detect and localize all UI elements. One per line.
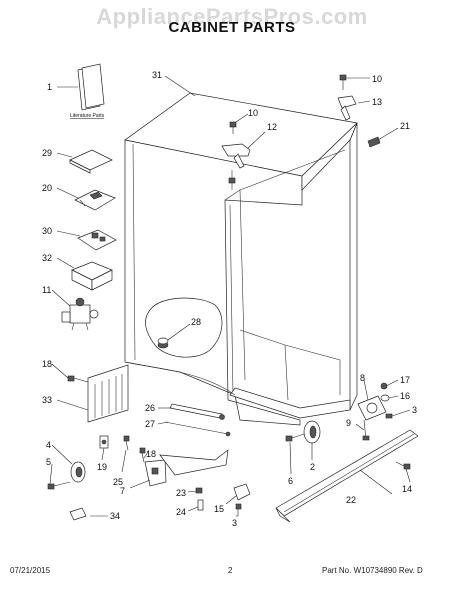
footer-part-number: Part No. W10734890 Rev. D <box>322 566 423 575</box>
part-8-roller-bracket <box>357 395 387 421</box>
part-6-screw <box>285 433 305 442</box>
part-32-box <box>71 261 113 291</box>
callout-1: 1 <box>47 82 52 92</box>
callout-32: 32 <box>42 253 52 263</box>
callout-14: 14 <box>402 484 412 494</box>
part-16-washer <box>380 394 390 402</box>
callout-28: 28 <box>191 317 201 327</box>
watermark: AppliancePartsPros.com <box>96 4 368 29</box>
callout-31: 31 <box>152 70 162 80</box>
part-2-wheel-right <box>303 420 321 444</box>
callout-27: 27 <box>145 419 155 429</box>
part-17-cap <box>380 382 388 390</box>
callout-29: 29 <box>42 148 52 158</box>
part-27-rod <box>164 421 231 437</box>
part-18-screw-left <box>67 375 89 383</box>
page-title: CABINET PARTS <box>168 19 296 36</box>
leader-lines <box>49 75 411 517</box>
part-5-screw-left <box>47 481 71 490</box>
callout-7: 7 <box>120 486 125 496</box>
callout-6: 6 <box>288 476 293 486</box>
part-33-grille <box>87 364 129 423</box>
literature-book: Literature Parts <box>70 63 105 119</box>
part-20-board <box>74 189 116 211</box>
footer-page-number: 2 <box>228 566 233 575</box>
callout-34: 34 <box>110 511 120 521</box>
part-10-screw-top <box>339 74 347 90</box>
callout-labels: 1 31 10 10 13 12 21 29 20 30 32 11 28 18… <box>42 70 417 528</box>
callout-8: 8 <box>360 373 365 383</box>
part-10-screw-mid <box>229 121 237 134</box>
callout-3-right: 3 <box>412 405 417 415</box>
callout-4: 4 <box>46 440 51 450</box>
part-3-screw-bottom <box>235 503 242 516</box>
part-23-nut <box>195 487 203 494</box>
callout-22: 22 <box>346 495 356 505</box>
callout-24: 24 <box>176 507 186 517</box>
part-19-clip <box>99 435 109 449</box>
callout-2: 2 <box>310 462 315 472</box>
callout-15: 15 <box>214 504 224 514</box>
callout-13: 13 <box>372 97 382 107</box>
callout-18-bottom: 18 <box>146 449 156 459</box>
callout-19: 19 <box>97 462 107 472</box>
part-34-pad <box>69 507 87 521</box>
callout-9: 9 <box>346 418 351 428</box>
part-18-screw-bottom <box>139 447 146 463</box>
part-22-base-rail <box>275 429 419 523</box>
literature-label: Literature Parts <box>70 113 105 119</box>
cabinet-shell <box>124 92 358 426</box>
part-11-valve <box>61 297 99 331</box>
part-14-screw <box>395 461 411 470</box>
part-24-screw <box>197 499 204 511</box>
callout-26: 26 <box>145 403 155 413</box>
part-15-bracket <box>233 483 251 501</box>
part-4-wheel-left <box>70 461 86 483</box>
callout-10-top: 10 <box>372 74 382 84</box>
callout-30: 30 <box>42 226 52 236</box>
part-29-pad <box>69 149 113 174</box>
part-25-screw <box>123 435 130 451</box>
callout-11: 11 <box>42 285 51 295</box>
callout-17: 17 <box>400 375 410 385</box>
part-26-tube <box>169 403 225 420</box>
callout-12: 12 <box>267 122 277 132</box>
callout-23: 23 <box>176 488 186 498</box>
part-3-screw-right <box>385 413 393 419</box>
callout-20: 20 <box>42 183 52 193</box>
callout-3-bottom: 3 <box>232 518 237 528</box>
callout-25: 25 <box>113 477 123 487</box>
part-30-bracket <box>77 229 117 251</box>
callout-21: 21 <box>400 121 410 131</box>
part-9-pin <box>362 419 370 441</box>
callout-18-left: 18 <box>42 359 52 369</box>
part-7-bracket <box>144 459 167 487</box>
part-13-hinge <box>337 95 357 121</box>
callout-10-mid: 10 <box>248 108 258 118</box>
part-21-clip <box>367 136 381 148</box>
part-12-hinge <box>221 143 251 190</box>
rear-support-plate <box>159 449 229 476</box>
callout-5: 5 <box>46 457 51 467</box>
callout-33: 33 <box>42 395 52 405</box>
footer-date: 07/21/2015 <box>10 566 51 575</box>
callout-16: 16 <box>400 391 410 401</box>
